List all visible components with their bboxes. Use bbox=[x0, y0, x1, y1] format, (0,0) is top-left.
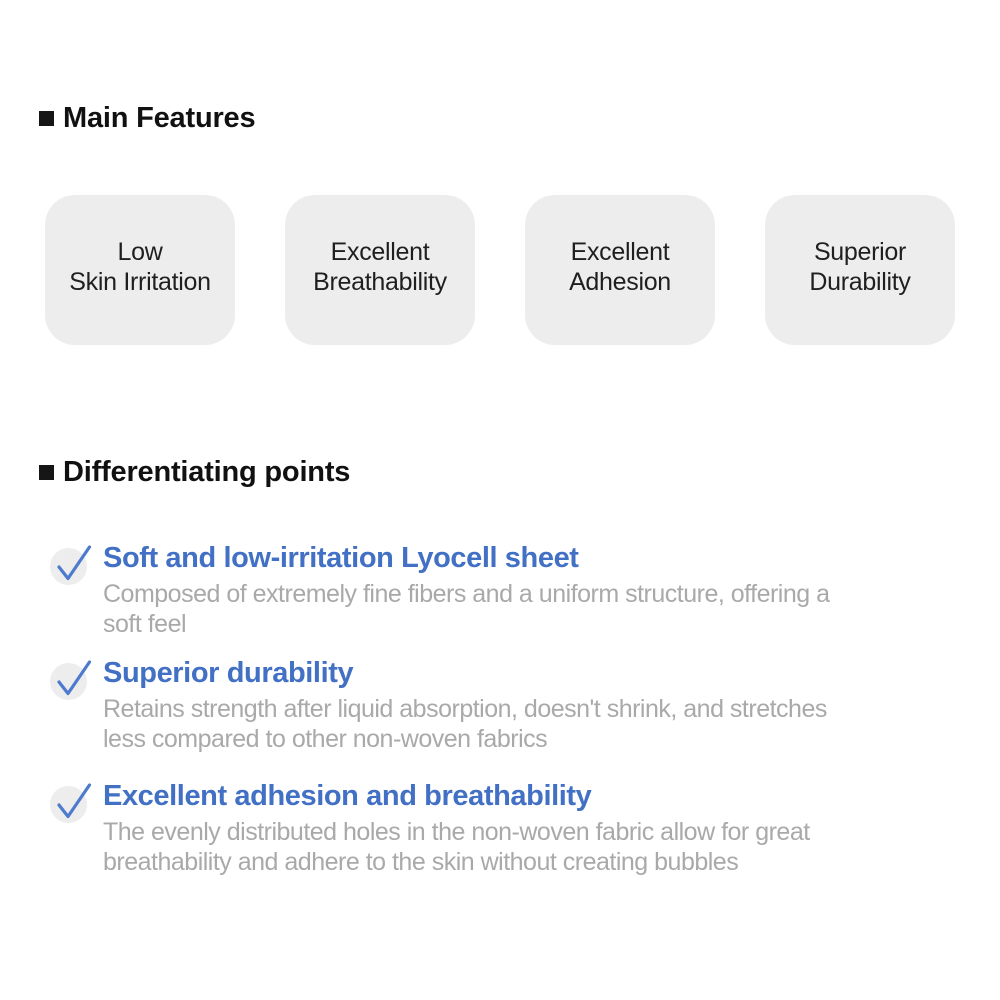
section-title: Differentiating points bbox=[63, 456, 351, 488]
feature-cards-row: Low Skin Irritation Excellent Breathabil… bbox=[45, 195, 955, 345]
point-body: Excellent adhesion and breathability The… bbox=[103, 779, 970, 877]
feature-card-excellent-adhesion: Excellent Adhesion bbox=[525, 195, 715, 345]
square-bullet-icon bbox=[39, 464, 54, 480]
main-features-heading: Main Features bbox=[39, 101, 256, 135]
differentiating-point-item: Superior durability Retains strength aft… bbox=[50, 656, 970, 754]
point-description: The evenly distributed holes in the non-… bbox=[103, 818, 810, 876]
point-description: Composed of extremely fine fibers and a … bbox=[103, 580, 830, 638]
differentiating-points-list: Soft and low-irritation Lyocell sheet Co… bbox=[50, 541, 970, 877]
feature-card-superior-durability: Superior Durability bbox=[765, 195, 955, 345]
differentiating-point-item: Excellent adhesion and breathability The… bbox=[50, 779, 970, 877]
check-icon bbox=[50, 545, 92, 585]
point-description: Retains strength after liquid absorption… bbox=[103, 695, 827, 753]
point-title: Soft and low-irritation Lyocell sheet bbox=[103, 542, 579, 574]
feature-card-label: Excellent Adhesion bbox=[569, 238, 671, 296]
differentiating-points-heading: Differentiating points bbox=[39, 455, 350, 489]
feature-card-label: Excellent Breathability bbox=[313, 238, 447, 296]
point-title: Excellent adhesion and breathability bbox=[103, 780, 592, 812]
differentiating-point-item: Soft and low-irritation Lyocell sheet Co… bbox=[50, 541, 970, 639]
square-bullet-icon bbox=[39, 110, 54, 126]
feature-card-label: Low Skin Irritation bbox=[69, 238, 211, 296]
check-icon bbox=[50, 660, 92, 700]
feature-card-label: Superior Durability bbox=[809, 238, 911, 296]
feature-card-low-skin-irritation: Low Skin Irritation bbox=[45, 195, 235, 345]
section-title: Main Features bbox=[63, 102, 256, 134]
check-icon bbox=[50, 783, 92, 823]
point-body: Superior durability Retains strength aft… bbox=[103, 656, 970, 754]
point-title: Superior durability bbox=[103, 657, 354, 689]
point-body: Soft and low-irritation Lyocell sheet Co… bbox=[103, 541, 970, 639]
feature-card-excellent-breathability: Excellent Breathability bbox=[285, 195, 475, 345]
